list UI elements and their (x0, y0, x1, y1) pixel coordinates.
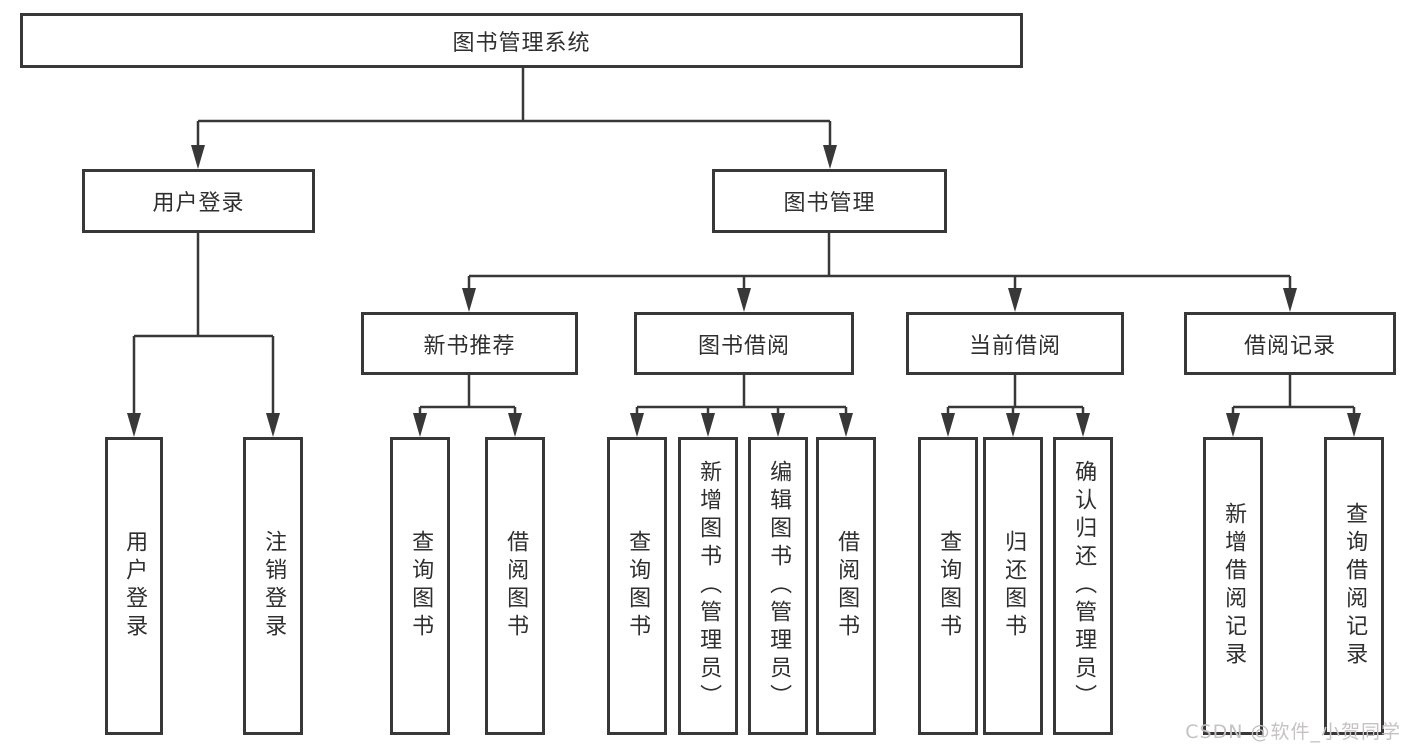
node-borrowing-records: 借阅记录 (1184, 312, 1396, 375)
node-query-books-recommend-label: 查询图书 (408, 530, 434, 642)
node-book-management: 图书管理 (712, 169, 947, 233)
node-query-books-recommend: 查询图书 (390, 437, 450, 735)
node-new-book-recommendation-label: 新书推荐 (423, 333, 516, 359)
node-book-management-label: 图书管理 (783, 191, 876, 216)
node-current-borrowing: 当前借阅 (906, 312, 1124, 375)
arrowheads (127, 145, 1361, 437)
node-user-login-leaf-label: 用户登录 (122, 530, 148, 642)
node-add-book-admin-label: 新增图书（管理员） (696, 460, 722, 712)
node-current-borrowing-label: 当前借阅 (968, 333, 1061, 359)
node-add-borrow-record-label: 新增借阅记录 (1221, 502, 1247, 670)
node-logout: 注销登录 (243, 437, 303, 735)
node-borrowing-records-label: 借阅记录 (1243, 333, 1336, 359)
node-add-borrow-record: 新增借阅记录 (1203, 437, 1263, 735)
node-confirm-return-admin-label: 确认归还（管理员） (1071, 460, 1097, 712)
node-book-borrowing: 图书借阅 (634, 312, 854, 375)
watermark-text: CSDN @软件_小贺同学 (1185, 721, 1401, 743)
node-new-book-recommendation: 新书推荐 (361, 312, 578, 375)
node-root-label: 图书管理系统 (452, 30, 591, 56)
node-borrow-books-leaf: 借阅图书 (816, 437, 876, 735)
node-borrow-books-recommend: 借阅图书 (485, 437, 545, 735)
node-book-borrowing-label: 图书借阅 (697, 333, 790, 359)
node-logout-label: 注销登录 (261, 530, 287, 642)
node-query-borrow-record: 查询借阅记录 (1324, 437, 1384, 735)
node-user-login: 用户登录 (82, 169, 315, 233)
node-query-books-current-label: 查询图书 (936, 530, 962, 642)
node-confirm-return-admin: 确认归还（管理员） (1053, 437, 1113, 735)
node-borrow-books-leaf-label: 借阅图书 (834, 530, 860, 642)
node-borrow-books-recommend-label: 借阅图书 (503, 530, 529, 642)
node-query-books-borrowing: 查询图书 (607, 437, 667, 735)
node-edit-book-admin: 编辑图书（管理员） (748, 437, 808, 735)
node-return-books: 归还图书 (983, 437, 1043, 735)
node-query-borrow-record-label: 查询借阅记录 (1342, 502, 1368, 670)
node-query-books-current: 查询图书 (918, 437, 978, 735)
node-edit-book-admin-label: 编辑图书（管理员） (766, 460, 792, 712)
node-user-login-label: 用户登录 (152, 191, 245, 216)
node-root: 图书管理系统 (20, 13, 1023, 68)
node-add-book-admin: 新增图书（管理员） (678, 437, 738, 735)
node-query-books-borrowing-label: 查询图书 (625, 530, 651, 642)
node-return-books-label: 归还图书 (1001, 530, 1027, 642)
node-user-login-leaf: 用户登录 (105, 437, 163, 735)
